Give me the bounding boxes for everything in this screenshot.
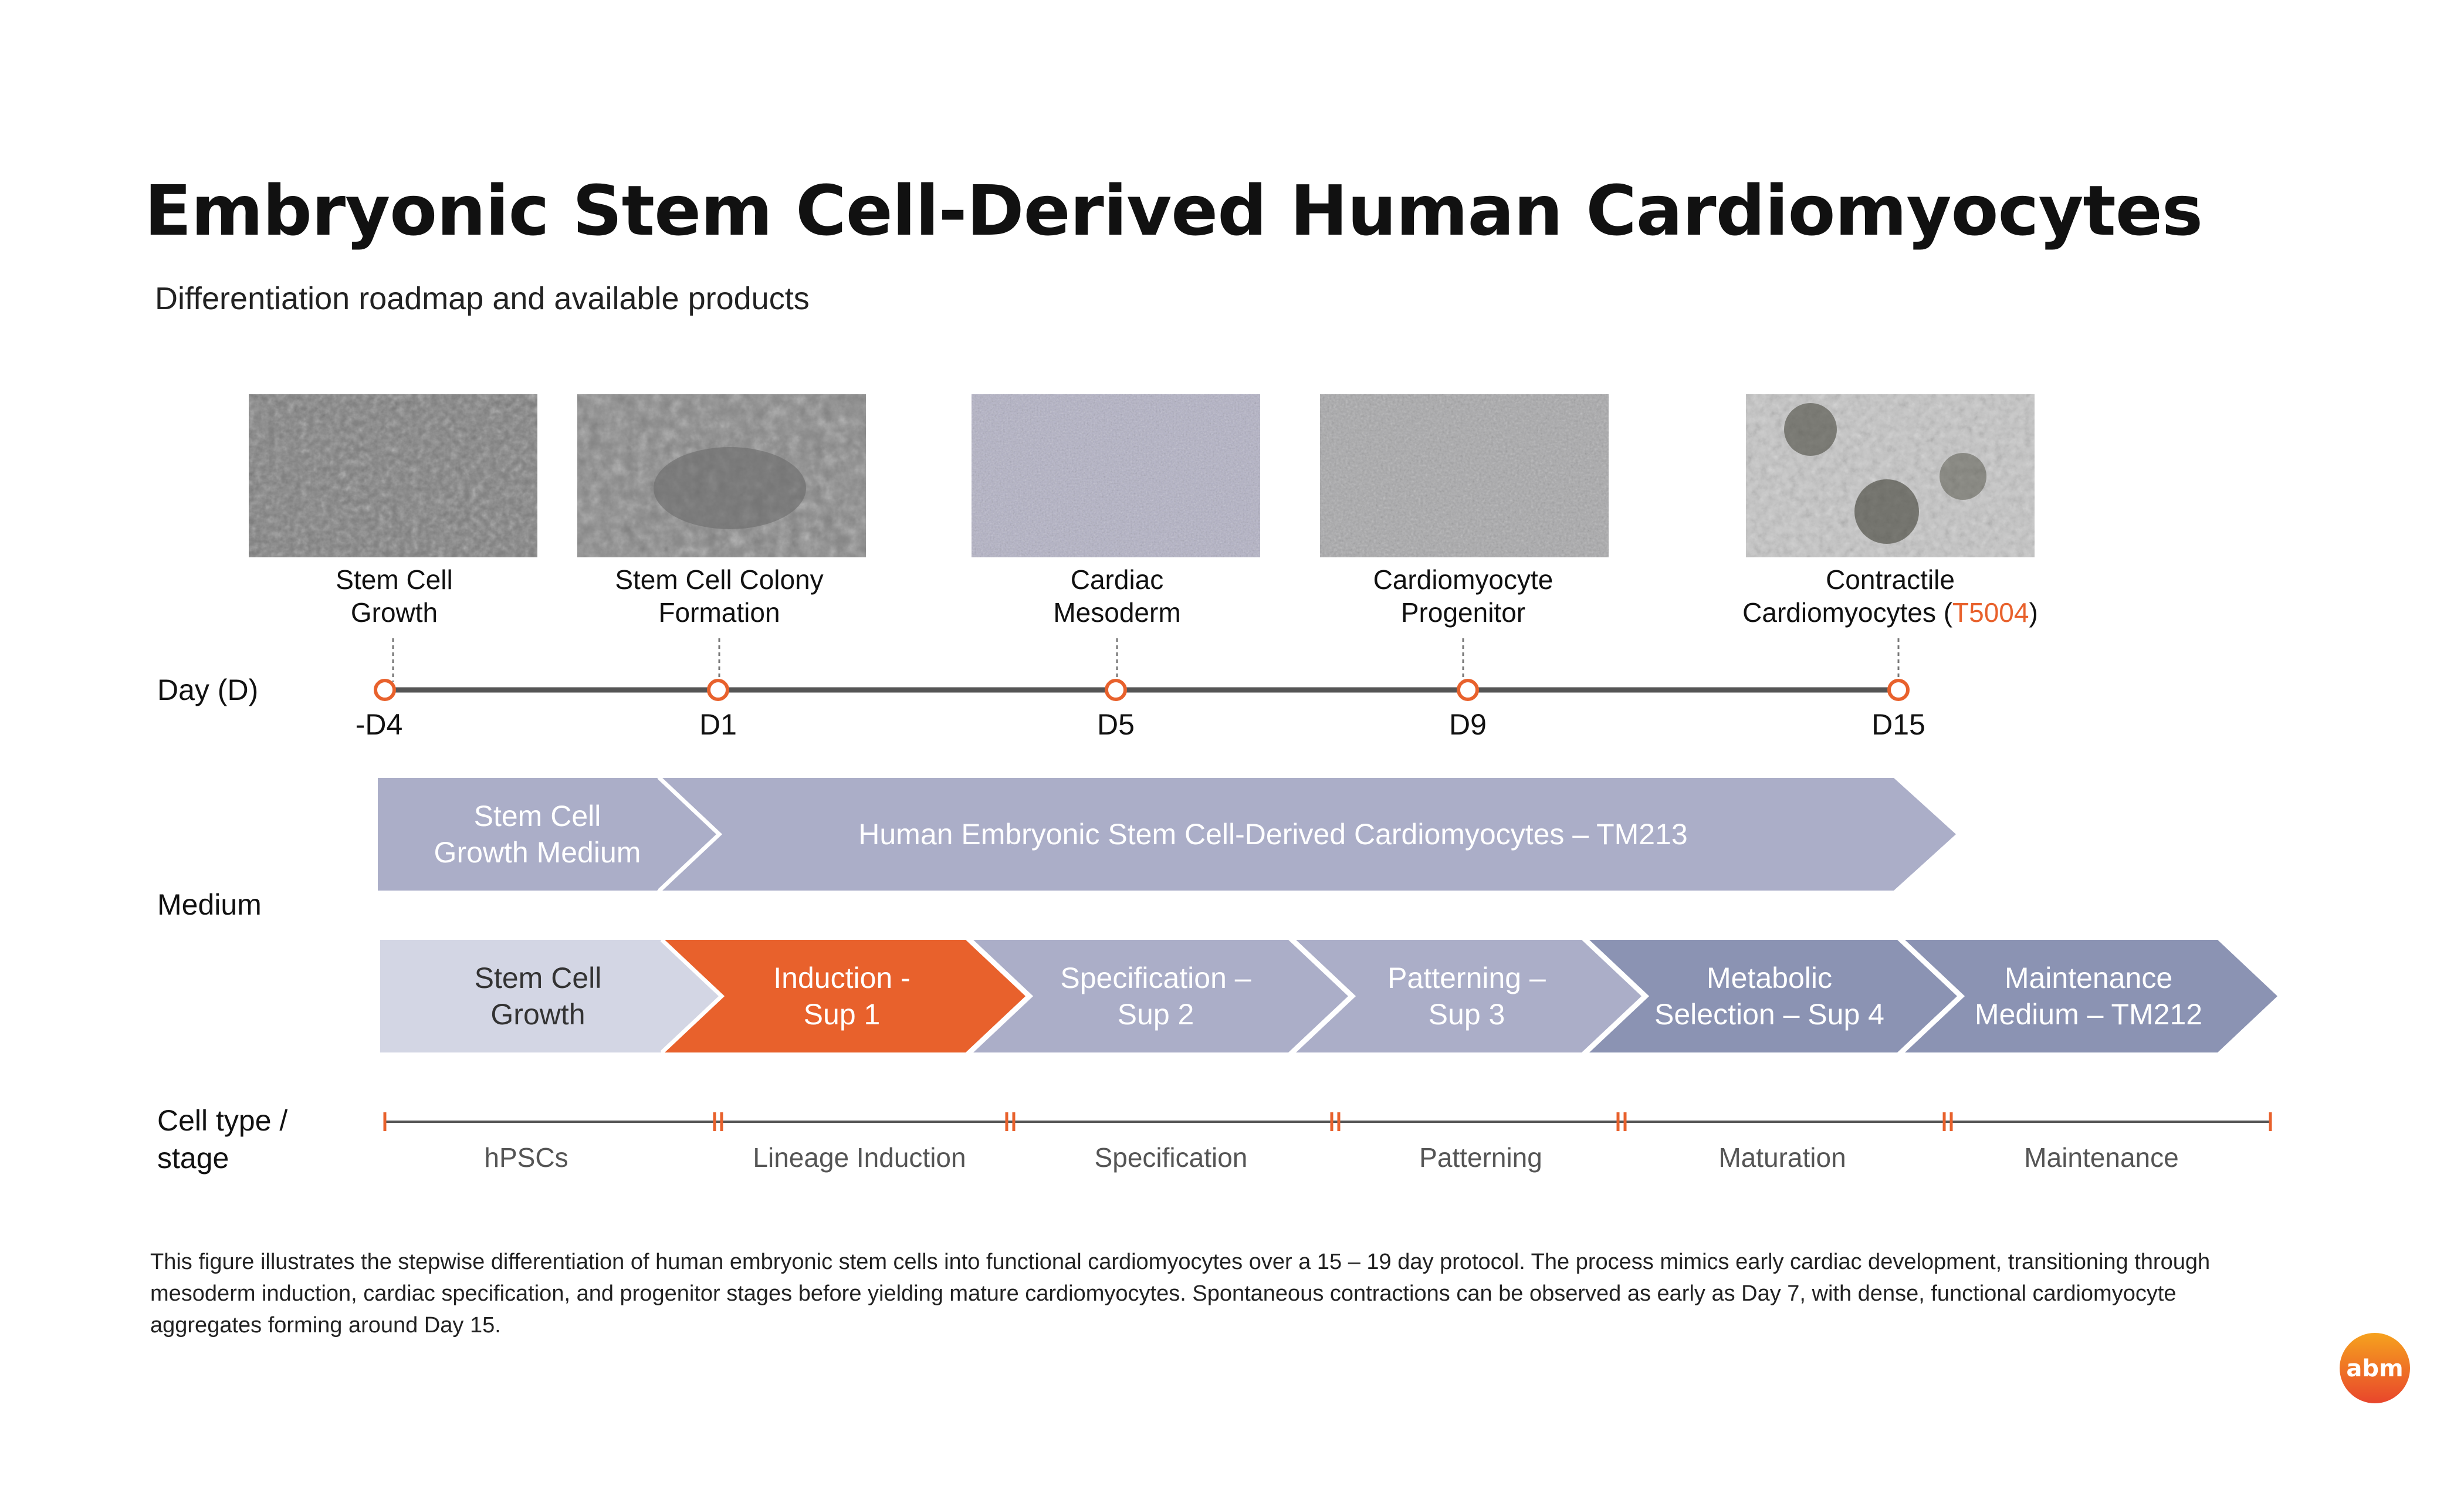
colony-formation-micrograph <box>577 394 866 557</box>
specification-sup2-label: Specification –Sup 2 <box>1060 962 1251 1031</box>
medium-row-label: Medium <box>157 888 262 921</box>
cell-stage-lineage-induction: Lineage Induction <box>753 1142 966 1173</box>
day-label: D1 <box>699 708 737 741</box>
cell-stage-maintenance: Maintenance <box>2024 1142 2179 1173</box>
timeline-marker <box>1457 679 1479 701</box>
arrow-stem-cell-growth <box>380 940 720 1052</box>
timeline-marker <box>374 679 396 701</box>
cardiomyocyte-progenitor-micrograph <box>1320 394 1609 557</box>
tm213-label: Human Embryonic Stem Cell-Derived Cardio… <box>858 818 1688 851</box>
arrow-maintenance-tm212 <box>1902 940 2277 1052</box>
cardiac-mesoderm-micrograph <box>972 394 1260 557</box>
abm-logo: abm <box>2340 1333 2410 1403</box>
page-title: Embryonic Stem Cell-Derived Human Cardio… <box>144 170 2203 251</box>
abm-logo-text: abm <box>2346 1355 2403 1382</box>
arrow-induction-sup1 <box>662 940 1025 1052</box>
stage-label-contractile-cardiomyocytes: Contractile Cardiomyocytes (T5004) <box>1742 564 2038 628</box>
day-label: D5 <box>1097 708 1135 741</box>
timeline-marker <box>707 679 729 701</box>
figure-caption: This figure illustrates the stepwise dif… <box>150 1250 2211 1338</box>
stage-label-cardiac-mesoderm: Cardiac Mesoderm <box>1053 564 1181 628</box>
cell-stage-patterning: Patterning <box>1419 1142 1542 1173</box>
cell-stage-specification: Specification <box>1094 1142 1248 1173</box>
timeline-marker <box>1105 679 1127 701</box>
cell-type-row-label: Cell type / stage <box>157 1104 288 1175</box>
connector-lines <box>392 638 1900 682</box>
arrow-metabolic-sup4 <box>1586 940 1957 1052</box>
induction-sup1-label: Induction -Sup 1 <box>773 962 911 1031</box>
patterning-sup3-label: Patterning –Sup 3 <box>1387 962 1546 1031</box>
page-subtitle: Differentiation roadmap and available pr… <box>155 281 810 316</box>
arrow-specification-sup2 <box>970 940 1348 1052</box>
product-code-link[interactable]: T5004 <box>1952 597 2029 628</box>
cell-type-ticks <box>383 1112 2272 1131</box>
cell-stage-maturation: Maturation <box>1718 1142 1846 1173</box>
arrow-tm213 <box>659 778 1956 891</box>
arrow-stem-cell-growth-medium <box>378 778 719 891</box>
day-row-label: Day (D) <box>157 673 259 706</box>
stem-cell-growth-micrograph <box>249 394 537 557</box>
day-label: -D4 <box>355 708 403 741</box>
stage-label-stem-cell-growth: Stem Cell Growth <box>336 564 453 628</box>
day-label: D15 <box>1871 708 1925 741</box>
day-label: D9 <box>1449 708 1487 741</box>
contractile-cardiomyocytes-micrograph <box>1746 394 2035 557</box>
stage-label-cardiomyocyte-progenitor: Cardiomyocyte Progenitor <box>1373 564 1553 628</box>
arrow-patterning-sup3 <box>1293 940 1641 1052</box>
cell-stage-hpscs: hPSCs <box>484 1142 568 1173</box>
stage-label-colony-formation: Stem Cell Colony Formation <box>615 564 824 628</box>
timeline-marker <box>1887 679 1910 701</box>
